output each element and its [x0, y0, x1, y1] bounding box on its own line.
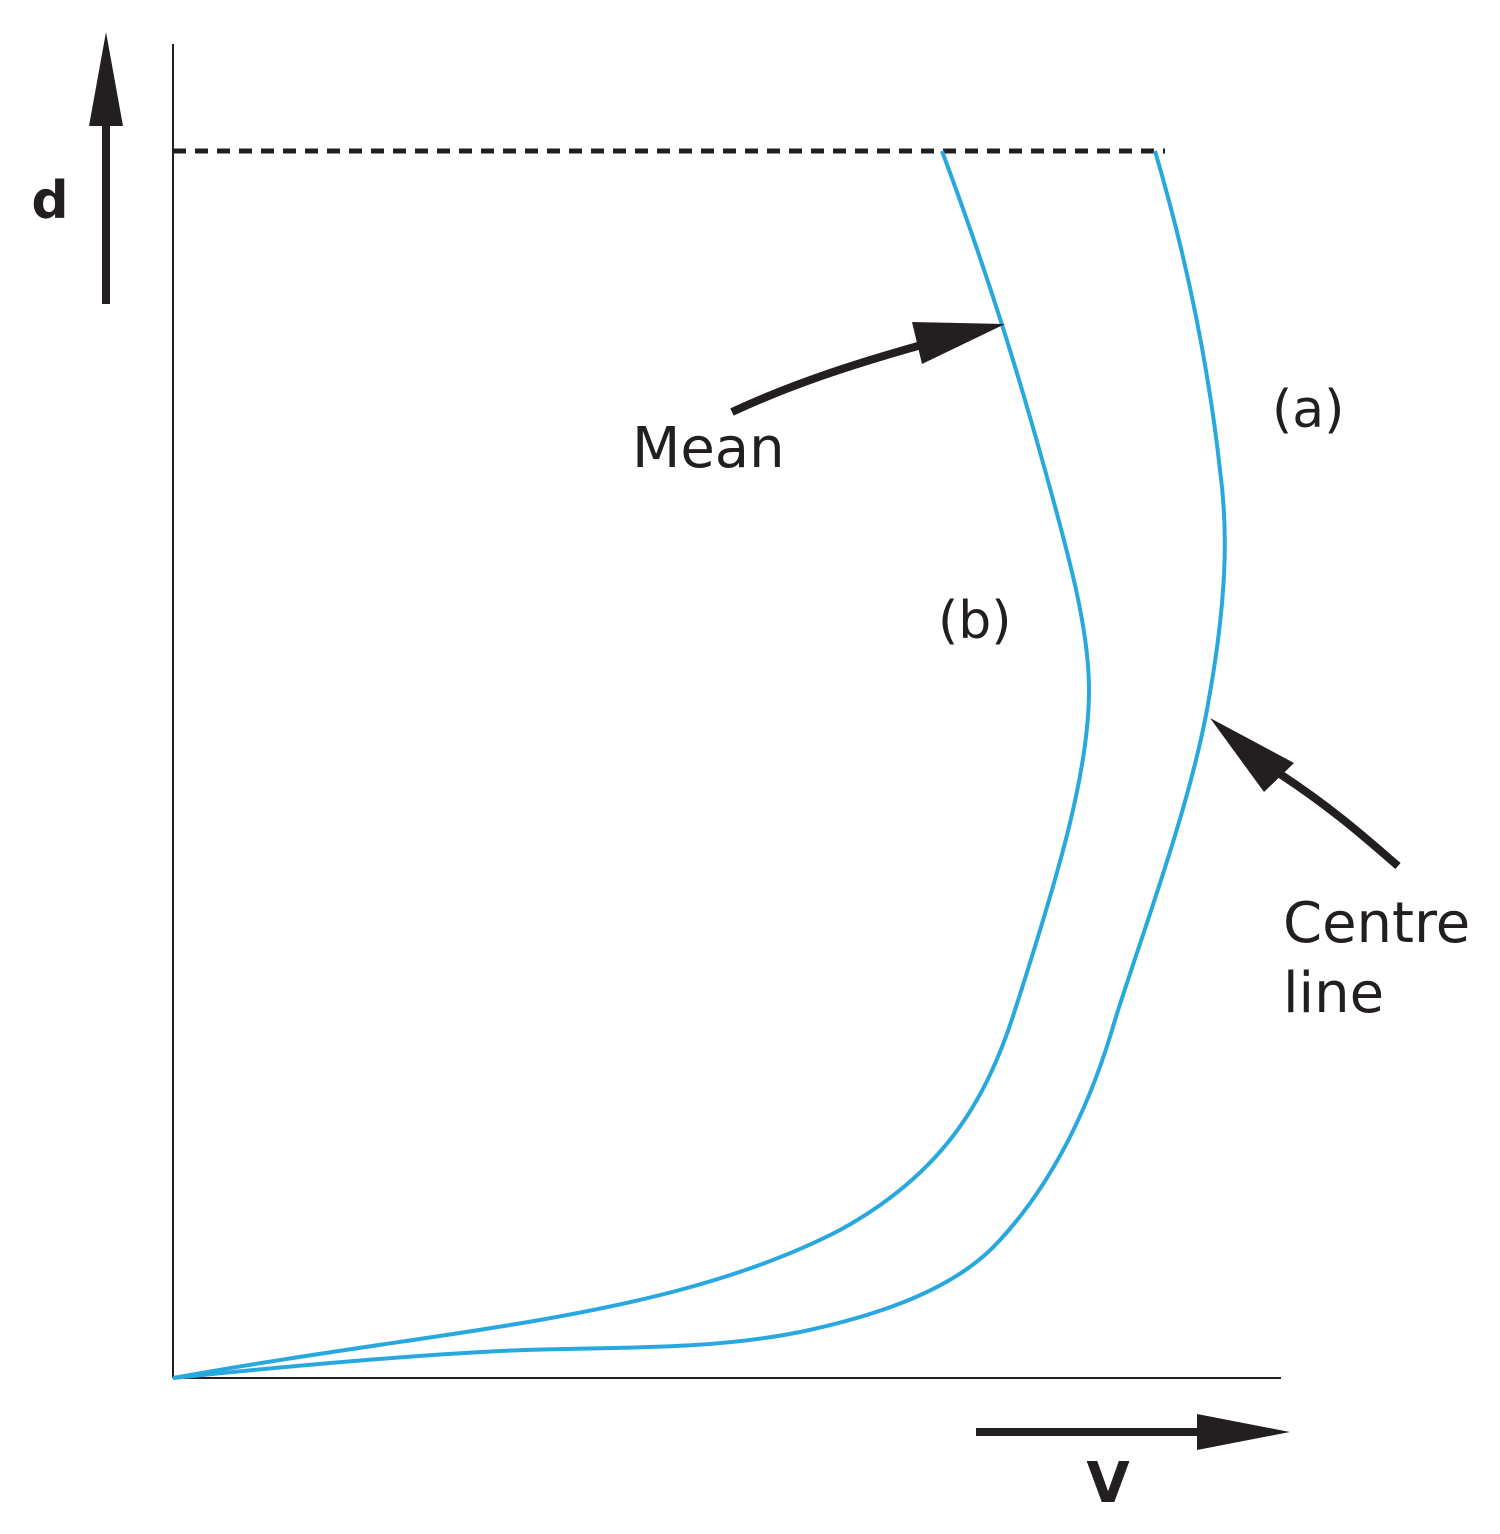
mean-pointer-arrow-icon: [730, 322, 1005, 416]
mean-label: Mean: [632, 416, 785, 481]
centre-line-pointer-arrow-icon: [1210, 718, 1401, 870]
centre-line-label-line1: Centre: [1283, 891, 1470, 956]
y-axis-label: d: [31, 171, 68, 231]
mean-velocity-curve: [172, 150, 1092, 1380]
centre-line-velocity-curve: [172, 150, 1227, 1380]
velocity-arrow-icon: [976, 1414, 1290, 1450]
curve-a-label: (a): [1272, 380, 1344, 440]
depth-arrow-icon: [89, 32, 123, 304]
curve-b-label: (b): [938, 591, 1012, 651]
centre-line-label-line2: line: [1283, 961, 1384, 1026]
x-axis-label: V: [1086, 1451, 1130, 1516]
